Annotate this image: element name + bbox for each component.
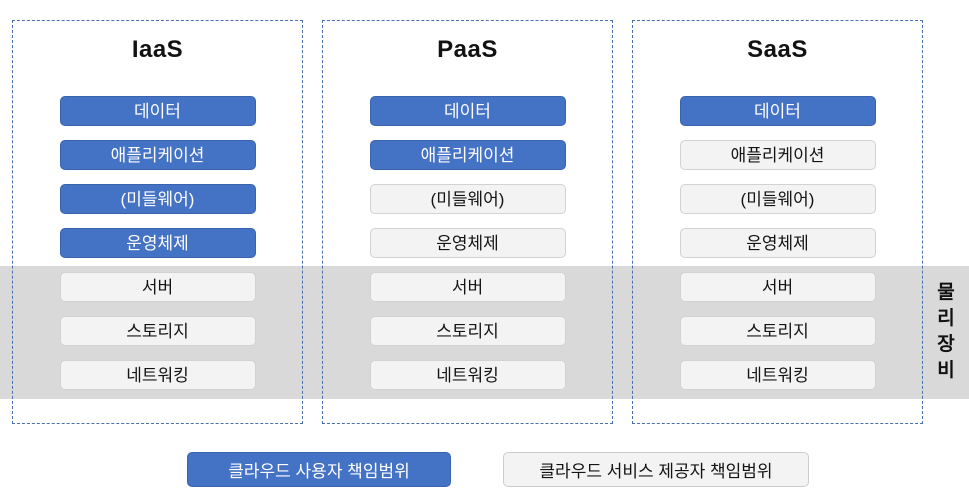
legend-user-responsibility: 클라우드 사용자 책임범위 — [187, 452, 451, 487]
layer-box-data: 데이터 — [679, 96, 876, 126]
paas-column: PaaS 데이터 애플리케이션 (미들웨어) 운영체제 서버 스토리지 네트워킹 — [322, 20, 613, 424]
iaas-column: IaaS 데이터 애플리케이션 (미들웨어) 운영체제 서버 스토리지 네트워킹 — [12, 20, 303, 424]
paas-layer-stack: 데이터 애플리케이션 (미들웨어) 운영체제 서버 스토리지 네트워킹 — [323, 96, 612, 390]
layer-box-server: 서버 — [369, 272, 566, 302]
layer-box-data: 데이터 — [59, 96, 256, 126]
layer-box-data: 데이터 — [369, 96, 566, 126]
layer-box-application: 애플리케이션 — [59, 140, 256, 170]
iaas-layer-stack: 데이터 애플리케이션 (미들웨어) 운영체제 서버 스토리지 네트워킹 — [13, 96, 302, 390]
saas-column-title: SaaS — [747, 36, 808, 63]
layer-box-middleware: (미들웨어) — [679, 184, 876, 214]
layer-box-middleware: (미들웨어) — [59, 184, 256, 214]
layer-box-storage: 스토리지 — [679, 316, 876, 346]
layer-box-os: 운영체제 — [679, 228, 876, 258]
saas-layer-stack: 데이터 애플리케이션 (미들웨어) 운영체제 서버 스토리지 네트워킹 — [633, 96, 922, 390]
layer-box-networking: 네트워킹 — [369, 360, 566, 390]
layer-box-application: 애플리케이션 — [369, 140, 566, 170]
layer-box-application: 애플리케이션 — [679, 140, 876, 170]
iaas-column-title: IaaS — [131, 36, 184, 63]
layer-box-networking: 네트워킹 — [679, 360, 876, 390]
layer-box-os: 운영체제 — [59, 228, 256, 258]
layer-box-os: 운영체제 — [369, 228, 566, 258]
layer-box-middleware: (미들웨어) — [369, 184, 566, 214]
layer-box-server: 서버 — [59, 272, 256, 302]
physical-hardware-band-label: 물리장비 — [937, 282, 955, 381]
layer-box-storage: 스토리지 — [59, 316, 256, 346]
layer-box-storage: 스토리지 — [369, 316, 566, 346]
paas-column-title: PaaS — [437, 36, 498, 63]
legend-provider-responsibility: 클라우드 서비스 제공자 책임범위 — [503, 452, 809, 487]
saas-column: SaaS 데이터 애플리케이션 (미들웨어) 운영체제 서버 스토리지 네트워킹 — [632, 20, 923, 424]
layer-box-networking: 네트워킹 — [59, 360, 256, 390]
layer-box-server: 서버 — [679, 272, 876, 302]
